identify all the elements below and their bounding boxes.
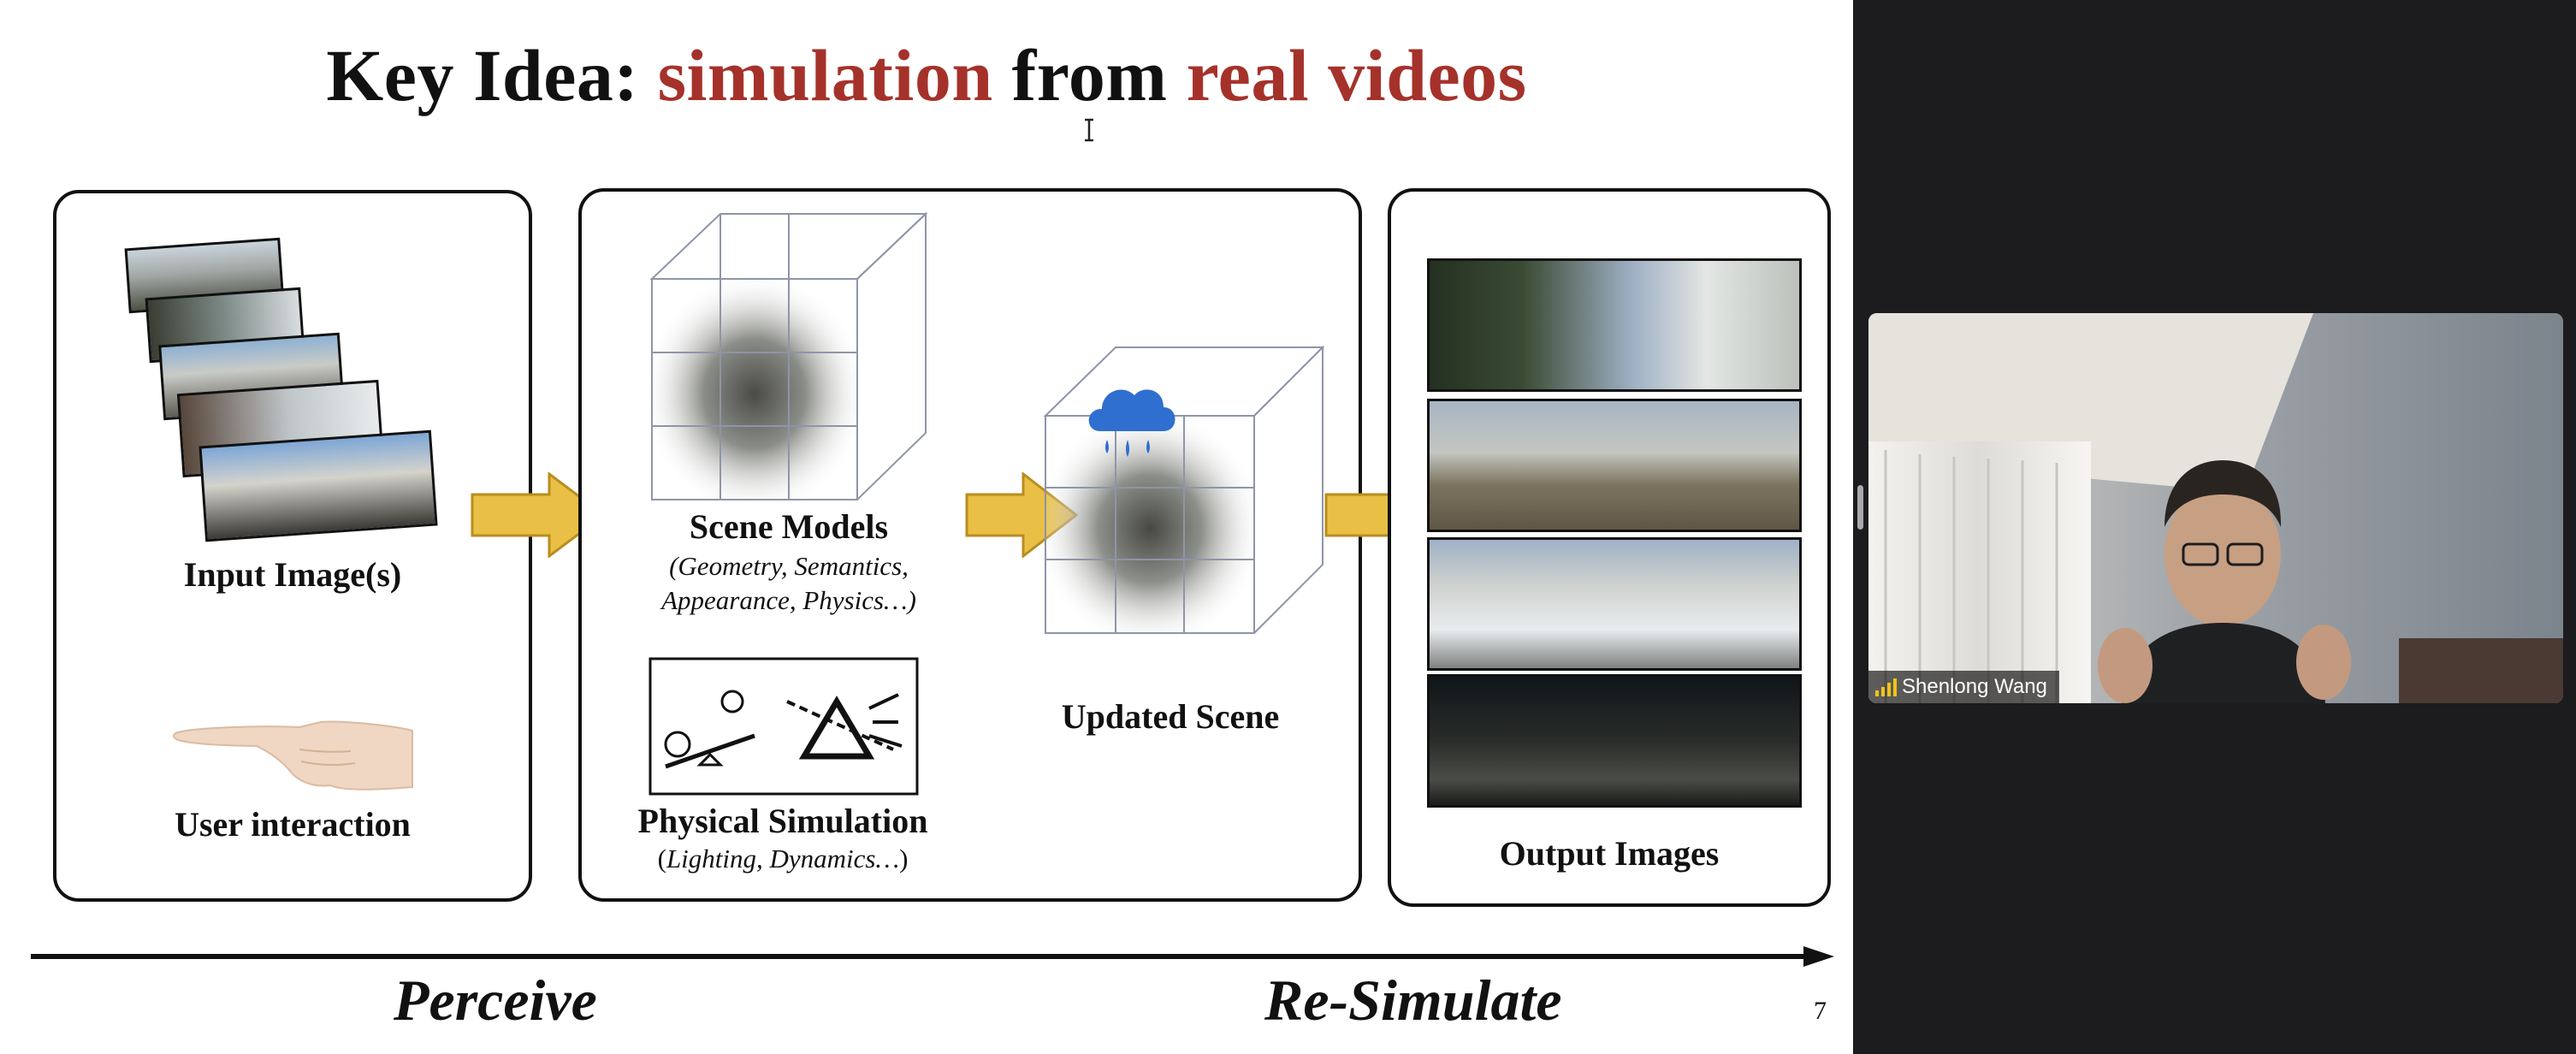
resimulate-label: Re-Simulate — [1264, 968, 1562, 1033]
presentation-slide: Key Idea: simulation from real videos In… — [0, 0, 1853, 1054]
physical-sub-close: ) — [899, 844, 909, 873]
timeline-arrow — [31, 946, 1834, 967]
scene-models-subtitle-1: (Geometry, Semantics, — [669, 551, 909, 581]
title-prefix: Key Idea: — [326, 34, 658, 116]
output-image-2 — [1427, 399, 1802, 532]
title-highlight-real-videos: real videos — [1186, 34, 1527, 116]
physical-simulation-subtitle: (Lighting, Dynamics…) — [599, 844, 967, 874]
user-interaction-label: User interaction — [175, 805, 411, 844]
perceive-label: Perceive — [394, 968, 597, 1033]
updated-scene-label: Updated Scene — [1061, 697, 1280, 736]
output-images-label: Output Images — [1499, 834, 1720, 873]
output-image-4 — [1427, 674, 1802, 808]
text-cursor-icon — [1085, 118, 1093, 142]
scene-models-subtitle-2: Appearance, Physics…) — [661, 585, 916, 615]
physical-sub-open: ( — [657, 844, 666, 873]
participant-name-label: Shenlong Wang — [1868, 671, 2059, 703]
scene-models-label: Scene Models — [689, 507, 889, 546]
arrow-1 — [471, 472, 607, 558]
output-image-3 — [1427, 537, 1802, 671]
output-image-1 — [1427, 258, 1802, 392]
participant-video-frame — [1868, 313, 2563, 703]
pointing-hand-icon — [173, 720, 413, 790]
physical-sub-text: Lighting, Dynamics… — [666, 844, 900, 873]
input-images-label: Input Image(s) — [183, 555, 402, 594]
page-number: 7 — [1814, 997, 1827, 1025]
scene-models-cube — [649, 211, 928, 500]
rain-cloud-icon — [1088, 389, 1175, 457]
physical-simulation-label: Physical Simulation — [637, 802, 928, 840]
input-image-5 — [198, 429, 438, 542]
title-highlight-simulation: simulation — [657, 34, 993, 116]
participant-name: Shenlong Wang — [1902, 675, 2047, 698]
participant-video-tile[interactable]: Shenlong Wang — [1868, 313, 2563, 703]
slide-title: Key Idea: simulation from real videos — [0, 33, 1853, 118]
resize-handle[interactable] — [1857, 485, 1863, 530]
title-middle: from — [992, 34, 1187, 116]
signal-bars-icon — [1875, 678, 1897, 696]
updated-scene-cube — [1043, 345, 1325, 634]
physics-simulation-icon — [648, 657, 919, 796]
